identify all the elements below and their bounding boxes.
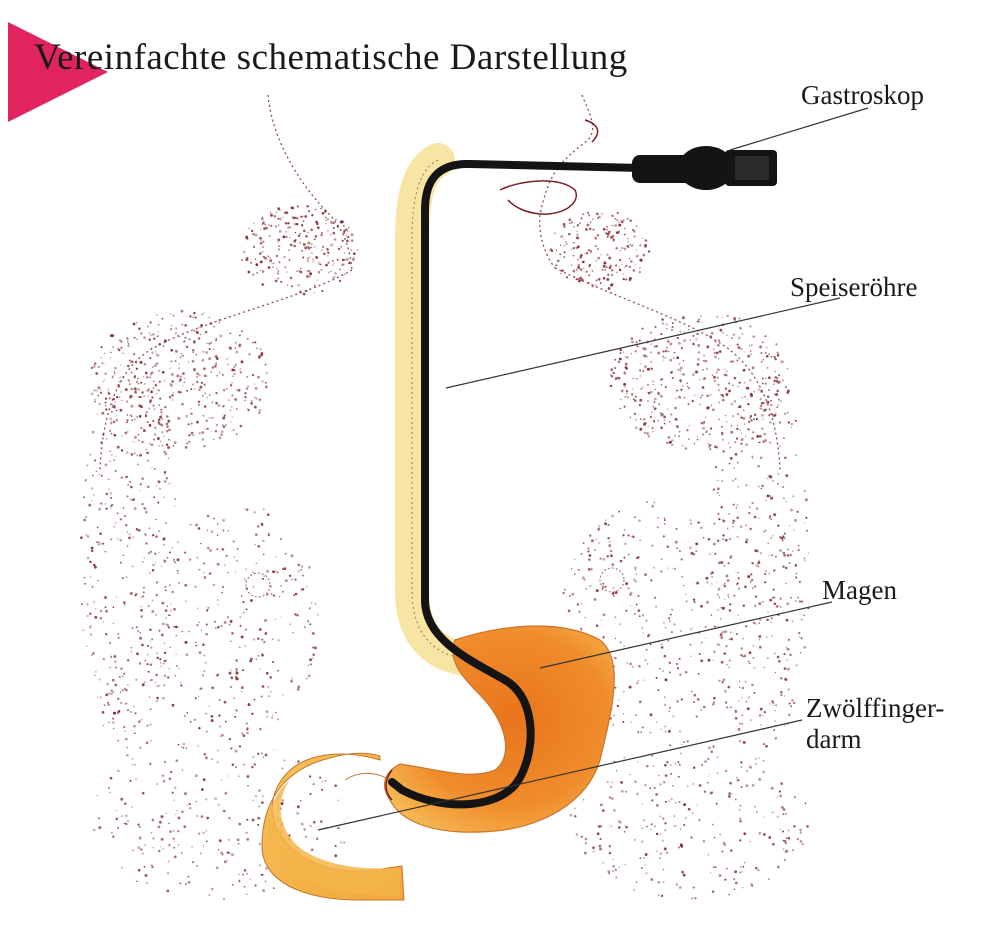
- label-magen: Magen: [822, 575, 897, 606]
- label-gastroskop: Gastroskop: [801, 80, 924, 111]
- page-title: Vereinfachte schematische Darstellung: [34, 36, 628, 79]
- leader-speiseroehre: [446, 298, 840, 388]
- label-zwoelffinger-line2: darm: [806, 724, 944, 755]
- label-speiseroehre: Speiseröhre: [790, 272, 917, 303]
- leader-gastroskop: [730, 108, 868, 150]
- gastroscope-handle: [632, 146, 777, 190]
- label-zwoelffingerdarm: Zwölffinger- darm: [806, 693, 944, 755]
- label-zwoelffinger-line1: Zwölffinger-: [806, 693, 944, 724]
